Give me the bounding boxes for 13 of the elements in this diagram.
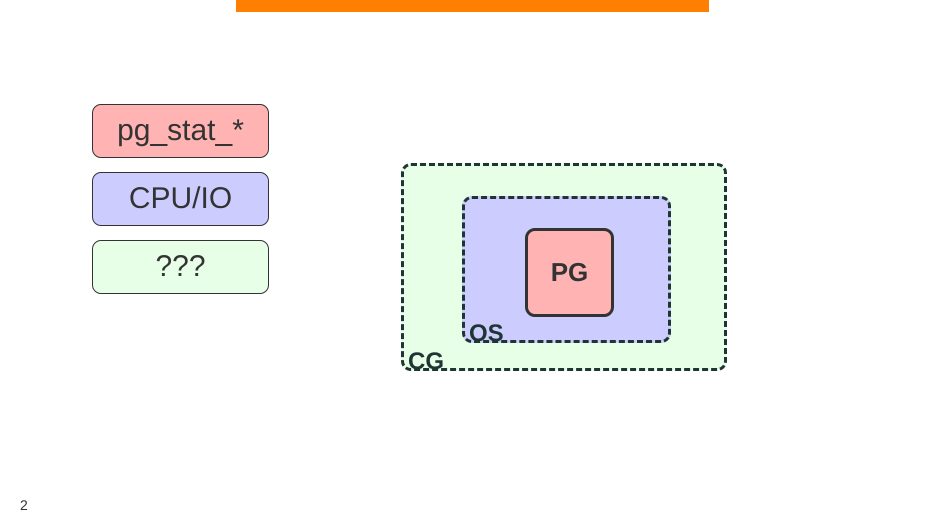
dashed-container	[401, 163, 727, 371]
dashed-container	[462, 196, 671, 343]
box-label: PG	[550, 257, 588, 288]
container-label: CG	[408, 350, 444, 374]
legend-box	[92, 172, 269, 226]
process-box	[525, 228, 614, 317]
legend-box	[92, 104, 269, 158]
box-label: ???	[155, 250, 206, 284]
container-label: OS	[469, 322, 504, 346]
box-label: pg_stat_*	[117, 114, 244, 148]
page-number: 2	[20, 497, 28, 513]
legend-box	[92, 240, 269, 294]
box-label: CPU/IO	[128, 182, 232, 216]
